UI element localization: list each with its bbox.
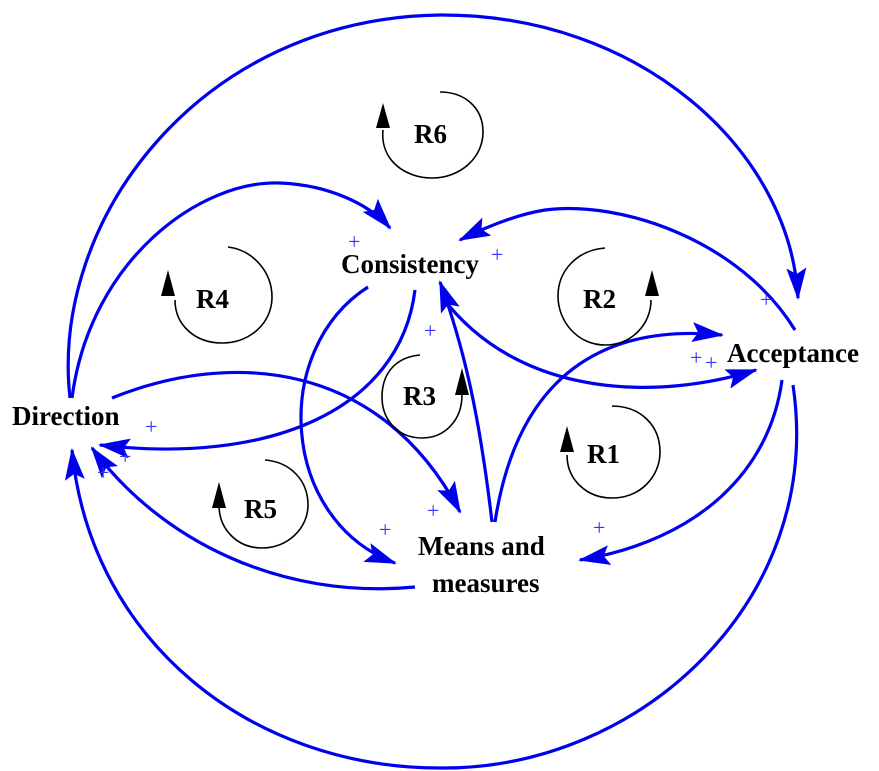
loop-marker-r3: R3 (381, 354, 469, 439)
polarity-sign: + (348, 229, 360, 254)
loop-label-r3: R3 (403, 381, 436, 411)
node-direction: Direction (12, 401, 119, 431)
polarity-sign: + (690, 345, 702, 370)
node-means-line2: measures (432, 568, 540, 598)
polarity-sign: + (705, 350, 717, 375)
polarity-sign: + (593, 515, 605, 540)
polarity-sign: + (424, 318, 436, 343)
polarity-sign: + (379, 517, 391, 542)
link-acceptance-to-consistency (458, 206, 797, 331)
polarity-sign: + (427, 498, 439, 523)
loop-label-r1: R1 (587, 439, 620, 469)
link-acceptance-to-means (578, 379, 784, 565)
polarity-sign: + (97, 460, 109, 485)
loop-label-r2: R2 (583, 284, 616, 314)
polarity-sign: + (491, 242, 503, 267)
link-acceptance-to-direction-outer (64, 384, 799, 770)
link-consistency-to-acceptance (440, 296, 758, 389)
link-means-to-consistency (438, 280, 494, 523)
node-means-line1: Means and (418, 531, 545, 561)
link-consistency-to-direction (98, 289, 417, 459)
link-direction-to-acceptance-outer (66, 13, 807, 399)
loop-marker-r2: R2 (557, 247, 659, 346)
loop-label-r5: R5 (244, 494, 277, 524)
loop-marker-r5: R5 (212, 459, 309, 549)
loop-marker-r1: R1 (560, 405, 661, 499)
node-acceptance: Acceptance (727, 338, 859, 368)
link-direction-to-means (111, 370, 462, 514)
loop-marker-r6: R6 (376, 91, 484, 179)
link-direction-to-consistency (70, 181, 392, 399)
link-means-to-direction (90, 446, 416, 591)
node-consistency: Consistency (341, 249, 480, 279)
polarity-sign: + (760, 287, 772, 312)
loop-label-r4: R4 (196, 284, 229, 314)
loop-label-r6: R6 (414, 119, 447, 149)
loop-marker-r4: R4 (161, 246, 273, 344)
link-means-to-acceptance (493, 322, 724, 523)
polarity-sign: + (119, 444, 131, 469)
link-consistency-to-means (299, 285, 397, 565)
polarity-sign: + (145, 414, 157, 439)
